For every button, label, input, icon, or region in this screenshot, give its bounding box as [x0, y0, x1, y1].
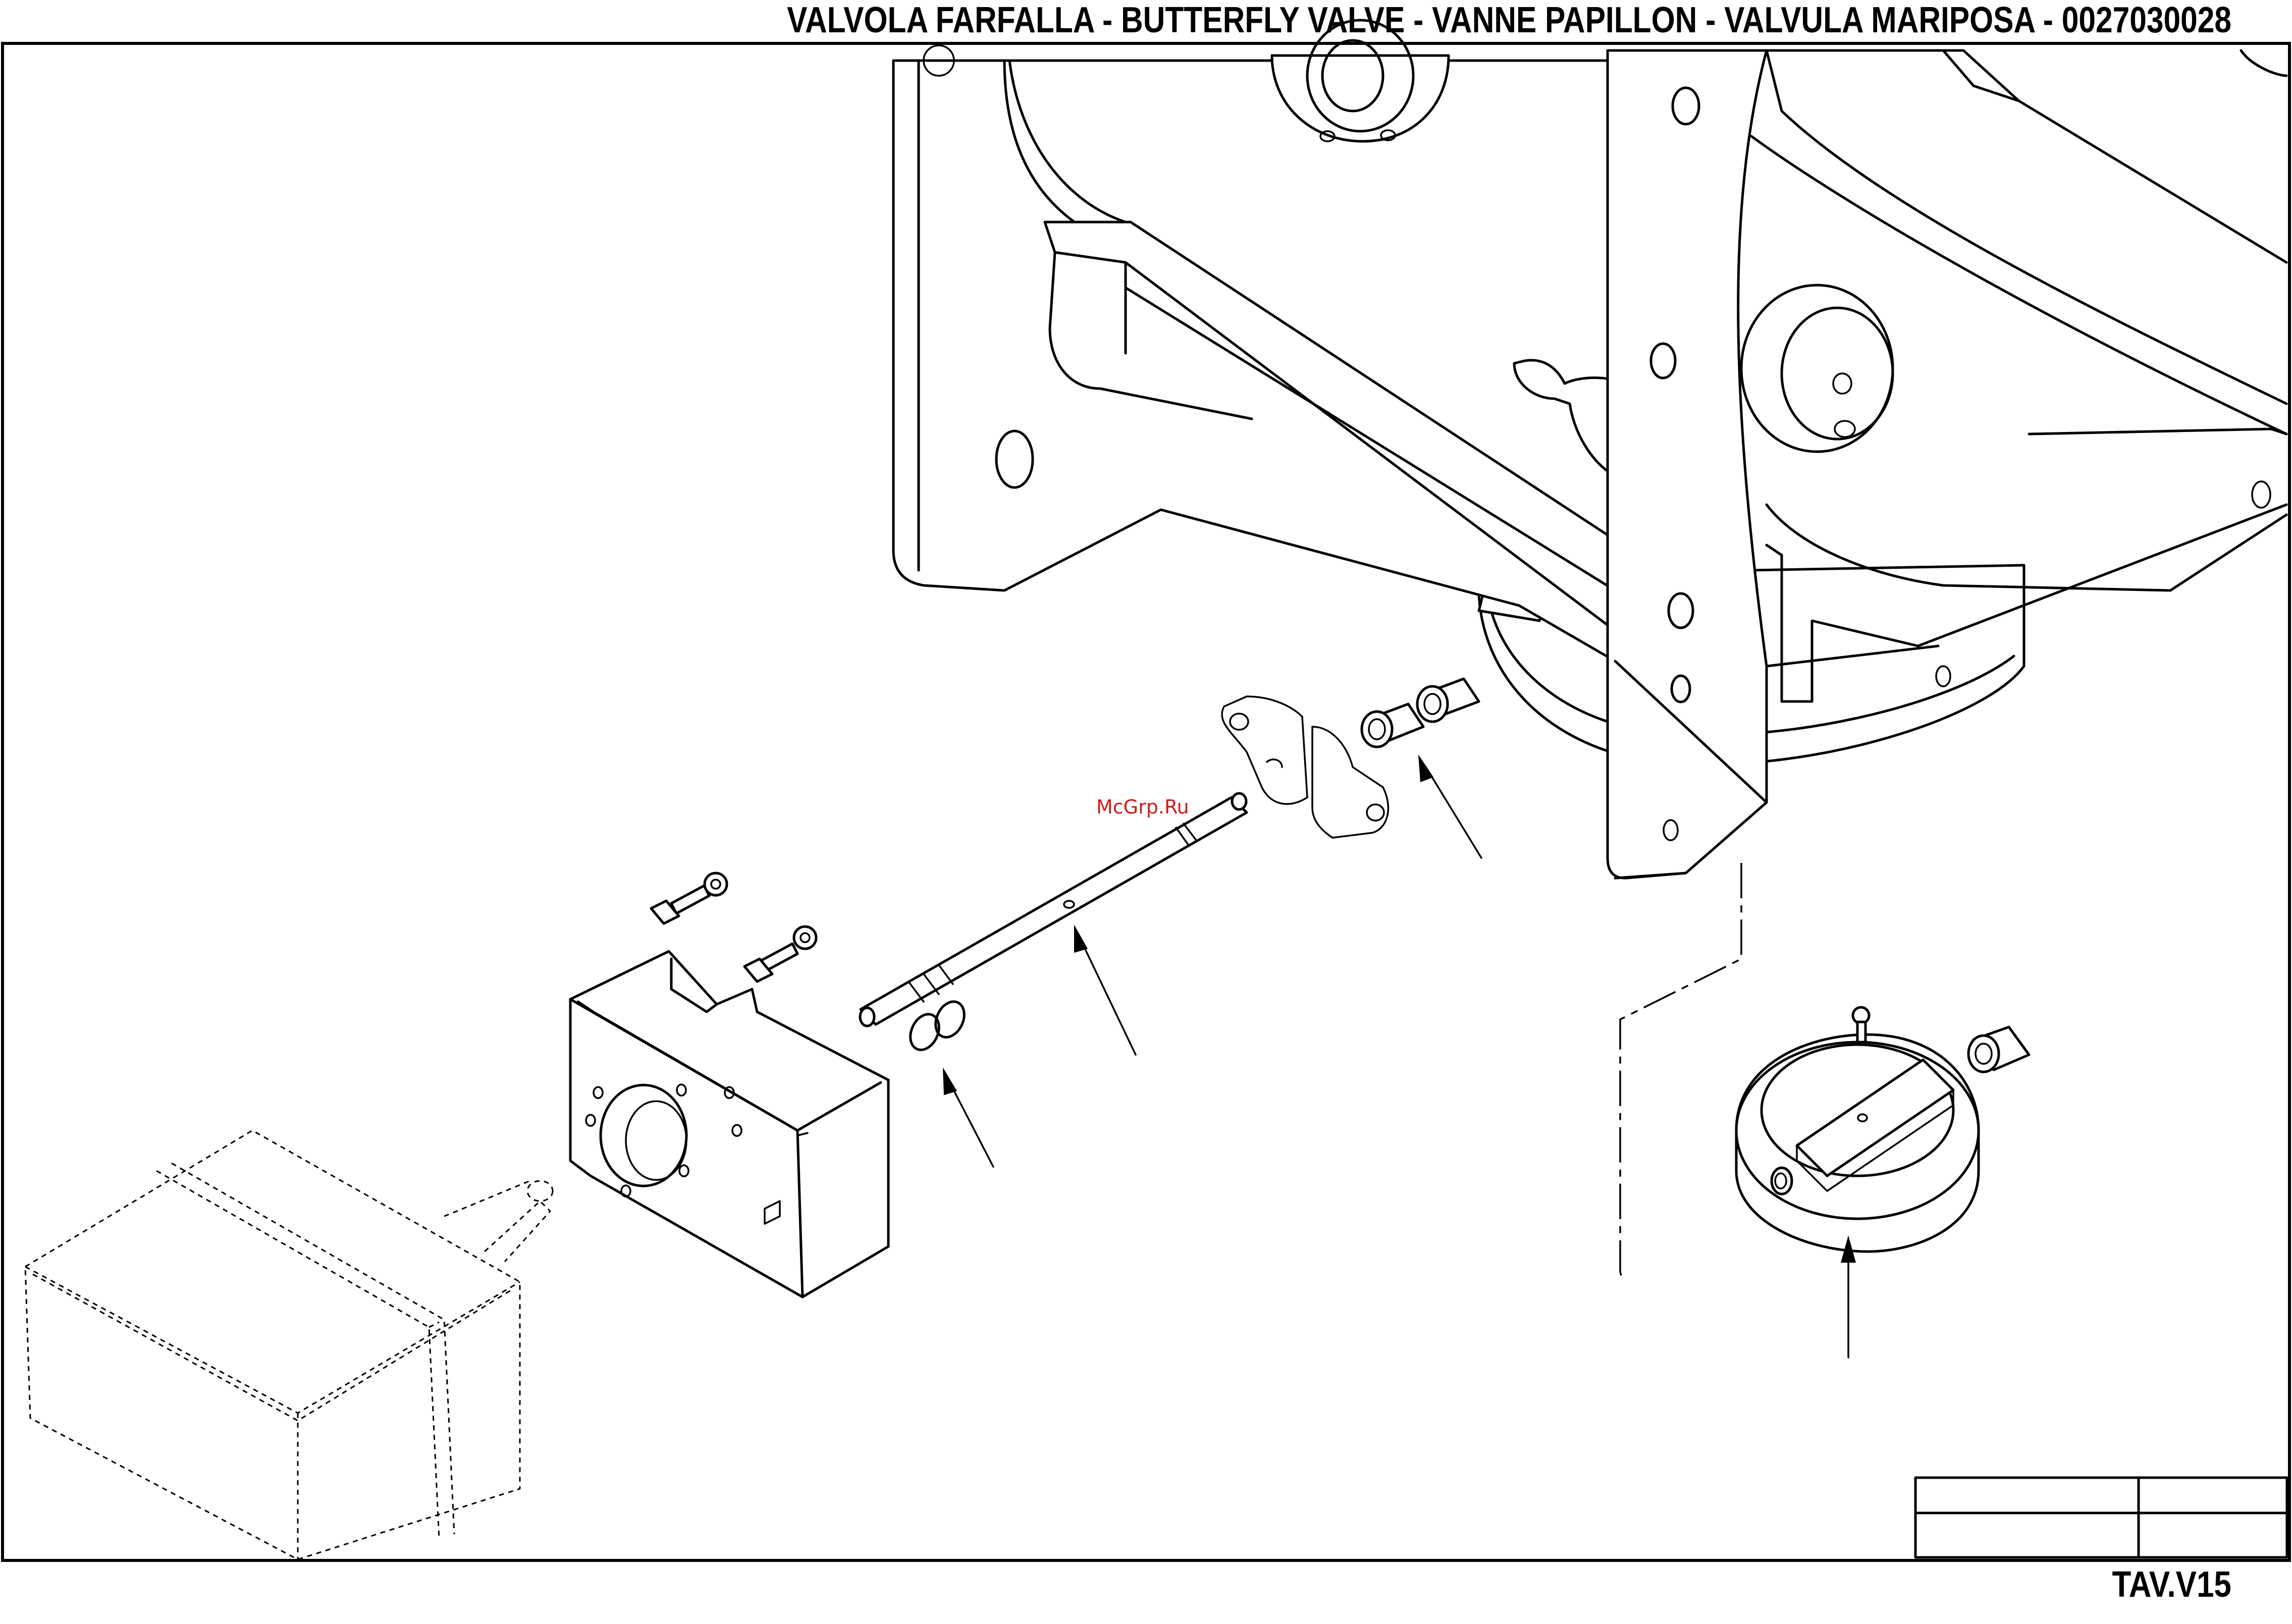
title-block [1915, 1478, 2287, 1557]
housing-bushing [1968, 1027, 2029, 1072]
arrowhead-shaft [1074, 925, 1088, 953]
bearing-housing [1736, 1035, 1979, 1252]
sheet-code: TAV.V15 [2112, 1565, 2231, 1604]
actuator-motor-phantom [25, 1130, 553, 1559]
arrowhead-o-rings [943, 1067, 957, 1095]
valve-shaft [860, 793, 1247, 1026]
valve-body [893, 20, 2286, 878]
arrowhead-bushings [1418, 754, 1433, 782]
actuator-bracket [570, 951, 888, 1297]
watermark: McGrp.Ru [1096, 796, 1189, 818]
o-rings [905, 997, 970, 1054]
bushings [1362, 679, 1479, 747]
assembly-centerline [1620, 863, 1741, 1282]
pivot-plates [1222, 696, 1388, 838]
